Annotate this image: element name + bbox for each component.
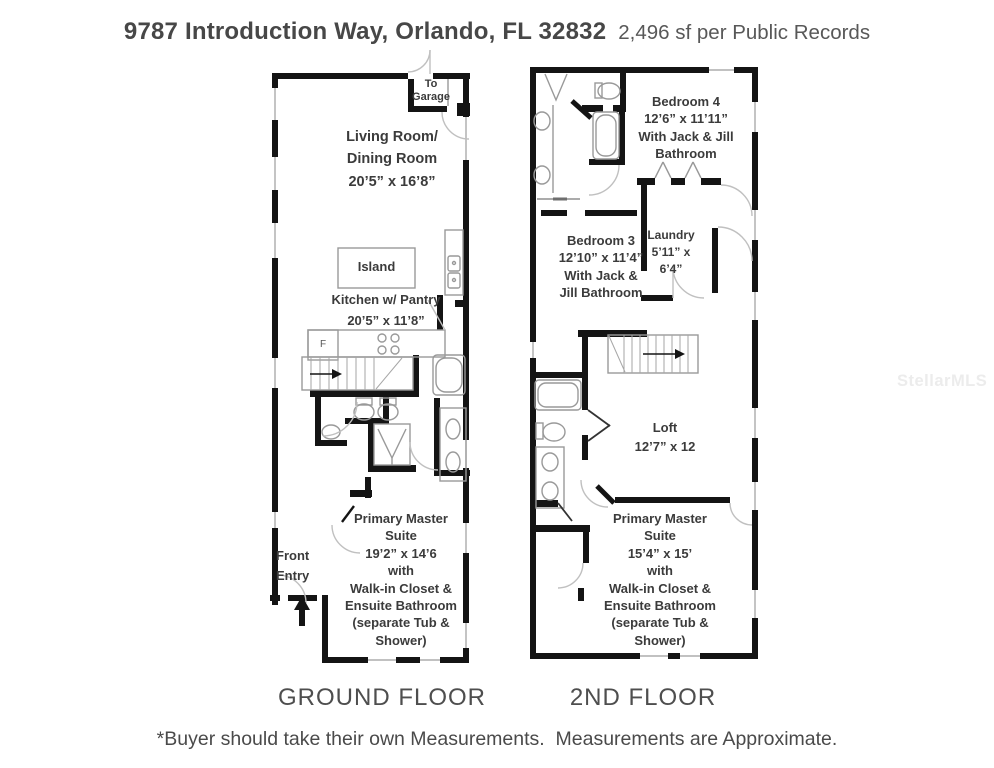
label-bedroom4: Bedroom 4 12’6” x 11’11” With Jack & Jil… — [638, 94, 734, 162]
second-floor-name: 2ND FLOOR — [569, 684, 717, 711]
bedroom4-door-chevrons — [654, 161, 702, 179]
label-loft: Loft 12’7” x 12 — [634, 420, 696, 454]
label-kitchen: Kitchen w/ Pantry 20’5” x 11’8” — [331, 292, 441, 328]
loft-master-door-arc — [729, 502, 753, 526]
second-windows — [532, 69, 756, 657]
label-ground-master: Primary Master Suite 19’2” x 14’6 with W… — [345, 511, 457, 648]
front-entry-arrow-icon — [294, 596, 310, 626]
bath-door-leaf — [557, 502, 573, 522]
second-walls — [530, 67, 758, 659]
toilet-icon — [353, 397, 399, 421]
kitchen-island-outline — [337, 247, 416, 289]
measurements-disclaimer: *Buyer should take their own Measurement… — [156, 728, 838, 750]
stairs-direction-arrow — [643, 349, 685, 359]
kitchen-sink-icon — [444, 229, 464, 296]
jackjill-sinks-icon — [533, 105, 554, 193]
ground-floor-name: GROUND FLOOR — [277, 684, 486, 711]
second-diagonal-walls — [570, 99, 616, 505]
jackjill-door-arc — [588, 164, 620, 196]
sqft-note: 2,496 sf per Public Records — [618, 21, 871, 44]
bathtub-icon-jackjill — [592, 111, 620, 160]
stairs-direction-arrow — [310, 369, 342, 379]
property-address: 9787 Introduction Way, Orlando, FL 32832 — [123, 18, 607, 45]
loft-door-leaves — [587, 409, 611, 442]
label-to-garage: To Garage — [412, 78, 450, 103]
bathtub-icon — [432, 354, 466, 396]
stellar-mls-watermark: StellarMLS — [897, 372, 988, 390]
ground-door-arcs — [277, 401, 439, 604]
walkin-closet-door-arc — [557, 562, 584, 589]
laundry-door-arc — [672, 266, 705, 299]
ground-floor-plan — [270, 49, 470, 663]
label-bedroom3: Bedroom 3 12’10” x 11’4” With Jack & Jil… — [558, 233, 644, 301]
double-vanity-icon — [439, 407, 467, 482]
ground-stairs — [301, 356, 414, 391]
page-title: 9787 Introduction Way, Orlando, FL 32832… — [0, 18, 994, 46]
landing-door-arc — [717, 226, 753, 262]
label-island: Island — [357, 259, 396, 274]
toilet-icon-ensuite — [535, 422, 566, 442]
label-living-dining: Living Room/ Dining Room 20’5” x 16’8” — [346, 129, 438, 190]
label-fridge: F — [319, 339, 327, 350]
master-entry-door-arc — [580, 479, 609, 508]
hall-door-arc — [720, 184, 753, 217]
garage-door-arc — [407, 49, 470, 140]
label-laundry: Laundry 5’11” x 6’4” — [647, 228, 695, 276]
bathtub-icon-ensuite — [534, 379, 582, 411]
ground-walls — [270, 73, 470, 663]
powder-sink-icon — [321, 424, 341, 440]
shower-icon — [373, 423, 411, 466]
second-floor-plan — [530, 67, 758, 659]
second-stairs — [607, 334, 699, 374]
toilet-icon-jackjill — [594, 82, 621, 100]
label-front-entry: Front Entry — [276, 548, 310, 583]
stove-icon — [377, 333, 400, 355]
fridge-outline — [307, 329, 339, 361]
closet-bifold-icon — [544, 73, 568, 102]
pantry-door — [427, 299, 446, 331]
double-vanity-icon-ensuite — [535, 446, 565, 509]
label-second-master: Primary Master Suite 15’4” x 15’ with Wa… — [604, 511, 716, 648]
